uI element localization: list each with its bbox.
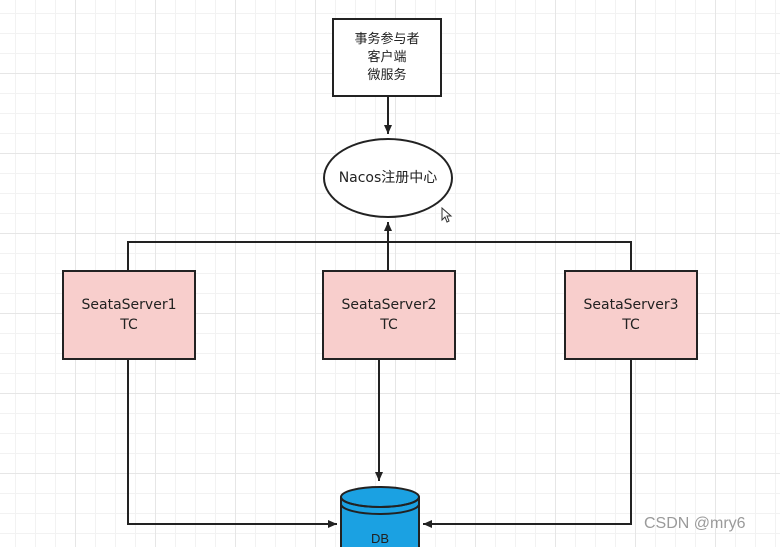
edge-server1-to-nacos-bus xyxy=(127,241,388,270)
seata-server-3-name: SeataServer3 xyxy=(583,297,679,313)
db-label: DB xyxy=(371,531,389,546)
seata-server-1-name: SeataServer1 xyxy=(81,297,177,313)
seata-server-1-box: SeataServer1 TC xyxy=(62,270,196,360)
csdn-watermark: CSDN @mry6 xyxy=(644,515,746,532)
nacos-label: Nacos注册中心 xyxy=(338,170,438,186)
edge-server3-to-nacos-bus xyxy=(388,241,632,270)
edge-server3-to-db xyxy=(423,360,632,528)
db-cylinder: DB xyxy=(340,486,420,547)
db-cylinder-band xyxy=(340,496,420,508)
seata-server-1-role: TC xyxy=(120,317,138,333)
seata-server-3-role: TC xyxy=(622,317,640,333)
client-line-3: 微服务 xyxy=(367,67,407,83)
seata-server-3-box: SeataServer3 TC xyxy=(564,270,698,360)
nacos-registry-node: Nacos注册中心 xyxy=(323,138,453,218)
edge-server1-to-db xyxy=(127,360,337,528)
seata-server-2-name: SeataServer2 xyxy=(341,297,437,313)
db-cylinder-band-2 xyxy=(340,503,420,515)
seata-server-2-box: SeataServer2 TC xyxy=(322,270,456,360)
client-microservice-box: 事务参与者 客户端 微服务 xyxy=(332,18,442,97)
db-cylinder-body xyxy=(340,497,420,547)
mouse-cursor-icon xyxy=(441,207,453,223)
client-line-1: 事务参与者 xyxy=(354,31,420,47)
seata-server-2-role: TC xyxy=(380,317,398,333)
client-line-2: 客户端 xyxy=(367,49,407,65)
